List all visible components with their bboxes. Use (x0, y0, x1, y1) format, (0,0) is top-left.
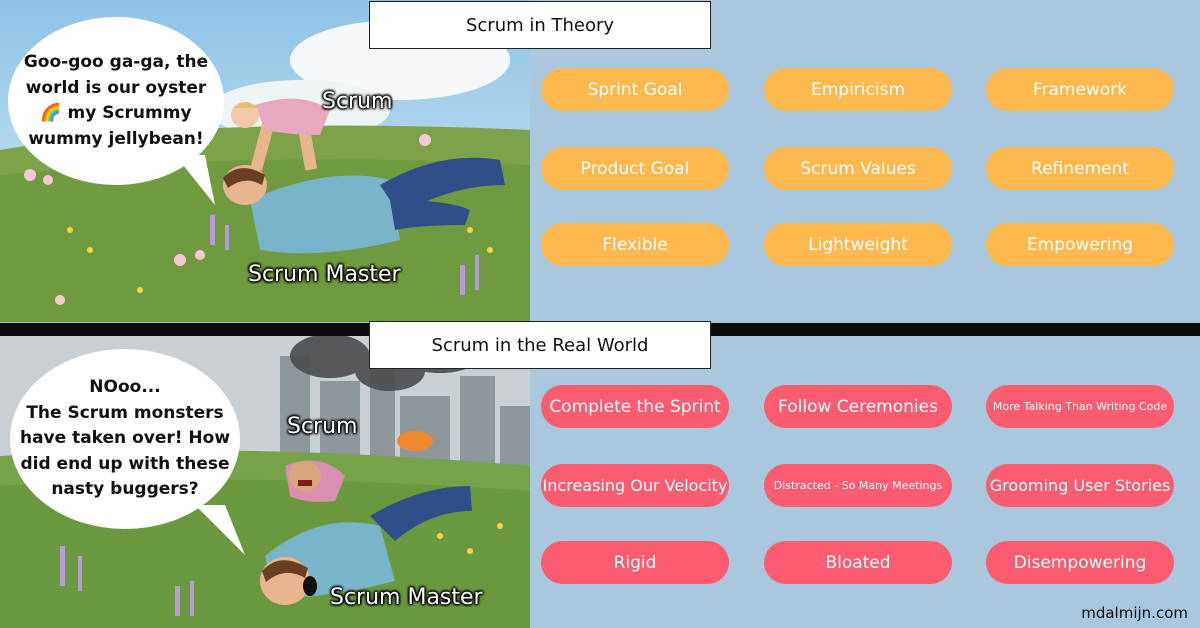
pill-follow-ceremonies: Follow Ceremonies (764, 385, 952, 428)
real-bubble-line: did end up with these (20, 453, 230, 474)
theory-label-scrum: Scrum (322, 89, 393, 114)
theory-bubble-tail (175, 155, 215, 205)
theory-bubble-line: world is our oyster (25, 77, 207, 98)
theory-bubble-line: wummy jellybean! (28, 128, 204, 149)
pill-grooming-user-stories: Grooming User Stories (986, 464, 1174, 507)
pill-empowering: Empowering (986, 223, 1174, 266)
real-world-speech-bubble: NOoo... The Scrum monsters have taken ov… (10, 349, 240, 529)
real-bubble-line: NOoo... (89, 377, 161, 398)
pill-lightweight: Lightweight (764, 223, 952, 266)
pill-sprint-goal: Sprint Goal (541, 68, 729, 111)
real-bubble-line: nasty buggers? (51, 479, 199, 500)
pill-disempowering: Disempowering (986, 541, 1174, 584)
pill-distracted-meetings: Distracted - So Many Meetings (764, 464, 952, 507)
real-label-scrum-master: Scrum Master (330, 585, 483, 610)
real-bubble-line: The Scrum monsters (26, 402, 224, 423)
pill-scrum-values: Scrum Values (764, 147, 952, 190)
theory-title: Scrum in Theory (369, 1, 711, 49)
pill-more-talking: More Talking Than Writing Code (986, 385, 1174, 428)
theory-label-scrum-master: Scrum Master (248, 262, 401, 287)
theory-title-text: Scrum in Theory (465, 14, 615, 36)
pill-flexible: Flexible (541, 223, 729, 266)
real-world-title: Scrum in the Real World (369, 321, 711, 369)
pill-bloated: Bloated (764, 541, 952, 584)
pill-rigid: Rigid (541, 541, 729, 584)
real-bubble-line: have taken over! How (19, 428, 231, 449)
real-label-scrum: Scrum (287, 414, 358, 439)
pill-increasing-velocity: Increasing Our Velocity (541, 464, 729, 507)
theory-bubble-line: Goo-goo ga-ga, the (23, 52, 209, 72)
real-bubble-tail (195, 505, 245, 555)
theory-bubble-line: 🌈 my Scrummy (40, 103, 192, 123)
pill-framework: Framework (986, 68, 1174, 111)
real-world-title-text: Scrum in the Real World (431, 334, 649, 356)
credit-text: mdalmijn.com (1081, 604, 1188, 622)
pill-complete-the-sprint: Complete the Sprint (541, 385, 729, 428)
pill-empiricism: Empiricism (764, 68, 952, 111)
pill-refinement: Refinement (986, 147, 1174, 190)
pill-product-goal: Product Goal (541, 147, 729, 190)
